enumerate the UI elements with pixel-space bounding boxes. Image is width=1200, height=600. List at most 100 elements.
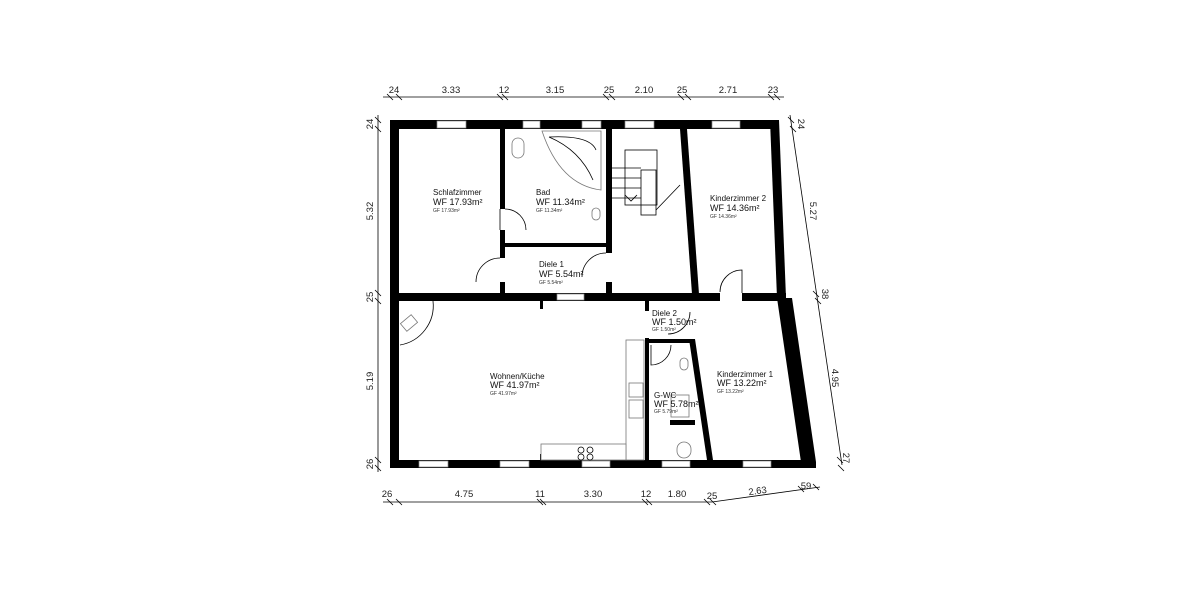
svg-text:4.95: 4.95 (829, 369, 840, 388)
dimension-tick (374, 125, 382, 133)
dimension-tick (374, 456, 382, 464)
svg-text:38: 38 (819, 289, 830, 300)
dimension-tick (677, 93, 685, 101)
dimension-tick (602, 93, 610, 101)
svg-text:26: 26 (365, 459, 376, 470)
svg-text:Diele 2: Diele 2 (652, 309, 677, 318)
sink-icon (591, 207, 601, 221)
svg-text:4.75: 4.75 (455, 489, 474, 500)
dimension-tick (812, 290, 820, 298)
svg-text:Kinderzimmer 2: Kinderzimmer 2 (710, 194, 767, 203)
dimension-tick (496, 93, 504, 101)
svg-text:WF 1.50m²: WF 1.50m² (652, 317, 697, 327)
dimension-tick (374, 464, 382, 472)
dimension-tick (386, 93, 394, 101)
svg-text:27: 27 (840, 453, 851, 464)
fixtures (399, 130, 692, 461)
svg-text:GF 17.93m²: GF 17.93m² (433, 208, 460, 214)
walls (390, 120, 816, 468)
svg-text:GF 41.97m²: GF 41.97m² (490, 391, 517, 397)
svg-text:3.33: 3.33 (442, 85, 461, 96)
svg-text:WF 13.22m²: WF 13.22m² (717, 378, 767, 388)
svg-text:WF 5.54m²: WF 5.54m² (539, 269, 584, 279)
dimension-tick (787, 116, 795, 124)
svg-text:2.63: 2.63 (748, 485, 768, 498)
svg-text:WF 41.97m²: WF 41.97m² (490, 380, 540, 390)
svg-text:25: 25 (365, 292, 376, 303)
svg-text:GF 5.79m²: GF 5.79m² (654, 409, 678, 415)
dimension-tick (641, 498, 649, 506)
dimension-tick (645, 498, 653, 506)
dimension-tick (395, 93, 403, 101)
dimension-tick (374, 289, 382, 297)
dimension-tick (608, 93, 616, 101)
dimension-tick (709, 498, 717, 506)
svg-text:24: 24 (365, 119, 376, 130)
svg-text:24: 24 (389, 85, 400, 96)
svg-text:1.80: 1.80 (668, 489, 687, 500)
svg-text:WF 17.93m²: WF 17.93m² (433, 197, 483, 207)
svg-text:25: 25 (604, 85, 615, 96)
svg-text:26: 26 (382, 489, 393, 500)
svg-text:Kinderzimmer 1: Kinderzimmer 1 (717, 370, 774, 379)
svg-text:WF 5.78m²: WF 5.78m² (654, 399, 699, 409)
dimension-tick (684, 93, 692, 101)
svg-text:2.71: 2.71 (719, 85, 738, 96)
svg-text:GF 1.50m²: GF 1.50m² (652, 327, 676, 333)
dimension-tick (767, 93, 775, 101)
svg-text:WF 11.34m²: WF 11.34m² (536, 197, 585, 207)
door-swings (399, 208, 743, 366)
kitchen-sink-icon (628, 382, 644, 398)
svg-text:Schlafzimmer: Schlafzimmer (433, 188, 482, 197)
svg-text:Bad: Bad (536, 188, 550, 197)
svg-text:12: 12 (499, 85, 510, 96)
dimension-tick (789, 125, 797, 133)
dimension-tick (536, 498, 544, 506)
dimension-tick (836, 456, 844, 464)
svg-text:Diele 1: Diele 1 (539, 260, 564, 269)
stove-icon (577, 446, 594, 461)
svg-text:GF 11.34m²: GF 11.34m² (536, 208, 563, 214)
dimension-tick (374, 297, 382, 305)
dimension-labels: 24 3.33 12 3.15 25 2.10 25 2.71 23 24 5.… (365, 85, 851, 502)
dimension-tick (837, 464, 845, 472)
svg-text:59: 59 (801, 481, 812, 492)
shower-icon (670, 394, 690, 418)
windows (418, 120, 772, 468)
svg-text:25: 25 (677, 85, 688, 96)
toilet-icon (511, 137, 525, 159)
svg-text:3.30: 3.30 (584, 489, 603, 500)
dimension-tick (501, 93, 509, 101)
svg-text:WF 14.36m²: WF 14.36m² (710, 203, 760, 213)
svg-text:GF 5.54m²: GF 5.54m² (539, 280, 563, 286)
wc-toilet-icon (676, 441, 692, 459)
bathtub-icon (541, 130, 602, 191)
dimension-tick (814, 297, 822, 305)
svg-text:23: 23 (768, 85, 779, 96)
dimension-tick (703, 498, 711, 506)
dimension-lines (374, 93, 845, 506)
svg-text:GF 13.22m²: GF 13.22m² (717, 389, 744, 395)
svg-text:5.27: 5.27 (807, 202, 818, 221)
staircase-icon (612, 149, 681, 216)
svg-text:11: 11 (535, 489, 545, 500)
dimension-tick (797, 485, 805, 493)
svg-text:5.19: 5.19 (365, 372, 376, 391)
wc-sink-icon (679, 357, 689, 371)
svg-text:Wohnen/Küche: Wohnen/Küche (490, 372, 545, 381)
svg-text:25: 25 (707, 491, 718, 502)
svg-text:G-WC: G-WC (654, 391, 676, 400)
svg-text:24: 24 (795, 119, 806, 130)
dimension-tick (812, 483, 820, 491)
svg-text:GF 14.36m²: GF 14.36m² (710, 214, 737, 220)
dimension-tick (773, 93, 781, 101)
svg-text:2.10: 2.10 (635, 85, 654, 96)
